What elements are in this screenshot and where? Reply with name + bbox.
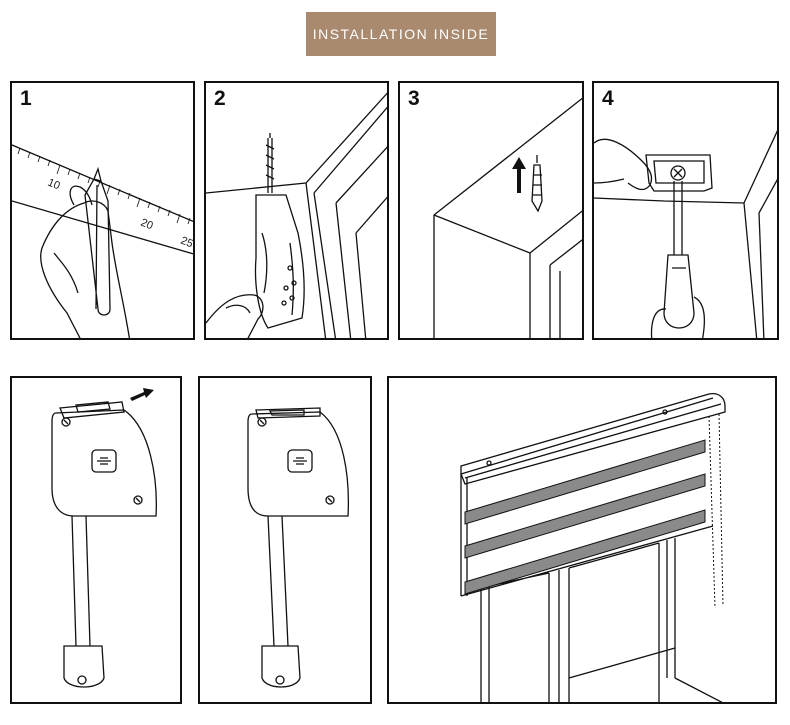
step-3-panel: 3 <box>398 81 584 340</box>
bracket-shape <box>645 154 713 192</box>
step-3-number: 3 <box>408 87 420 110</box>
step-1-panel: 1 10 20 25 <box>10 81 195 340</box>
anchor-illustration <box>433 97 582 338</box>
window-frame-shape <box>206 92 387 338</box>
pencil-shape <box>84 166 111 316</box>
step-1-number: 1 <box>20 87 32 110</box>
cord-shape <box>267 515 289 647</box>
clip-shape <box>59 401 125 419</box>
title-banner: INSTALLATION INSIDE <box>306 12 496 56</box>
screwdriver-shape <box>663 181 695 329</box>
ruler-label-10: 10 <box>46 177 62 193</box>
recess-shape <box>433 97 582 338</box>
weight-shape <box>63 645 105 688</box>
end-cap-shape <box>51 409 157 517</box>
step-4-number: 4 <box>602 87 614 110</box>
step-2-number: 2 <box>214 87 226 110</box>
bracket-clip-closed-illustration <box>247 407 349 688</box>
blind-band-1 <box>464 439 706 525</box>
cord-shape <box>71 515 91 647</box>
end-cap-shape <box>247 411 349 517</box>
step-2-panel: 2 <box>204 81 389 340</box>
up-arrow-icon <box>512 157 526 193</box>
ruler-shape <box>12 144 193 255</box>
blind-bands <box>464 439 706 595</box>
recess-shape <box>594 130 777 338</box>
blind-band-2 <box>464 473 706 559</box>
bead-chain-shape <box>708 413 724 609</box>
drill-illustration <box>206 92 387 338</box>
bracket-clip-open-panel <box>10 376 182 704</box>
step-4-panel: 4 <box>592 81 779 340</box>
head-rail-shape <box>460 392 726 485</box>
ruler-label-25: 25 <box>179 235 195 251</box>
window-frame-shape <box>460 397 723 702</box>
weight-shape <box>261 645 301 688</box>
title-text: INSTALLATION INSIDE <box>312 26 490 42</box>
drill-body-shape <box>254 194 305 329</box>
blind-band-3 <box>464 509 706 595</box>
bracket-clip-closed-panel <box>198 376 372 704</box>
installed-blind-illustration <box>460 392 726 702</box>
screwdriver-illustration <box>594 130 777 338</box>
bracket-clip-open-illustration <box>51 388 157 688</box>
installed-blind-panel <box>387 376 777 704</box>
measure-illustration: 10 20 25 <box>12 144 195 338</box>
ruler-label-20: 20 <box>139 217 155 233</box>
direction-arrow-icon <box>130 388 154 401</box>
hand-shape <box>40 185 131 338</box>
wall-anchor-shape <box>531 155 543 213</box>
top-hand-shape <box>594 138 653 191</box>
bottom-hand-shape <box>650 296 706 338</box>
hand-shape <box>206 294 264 338</box>
drill-bit-shape <box>265 133 275 193</box>
